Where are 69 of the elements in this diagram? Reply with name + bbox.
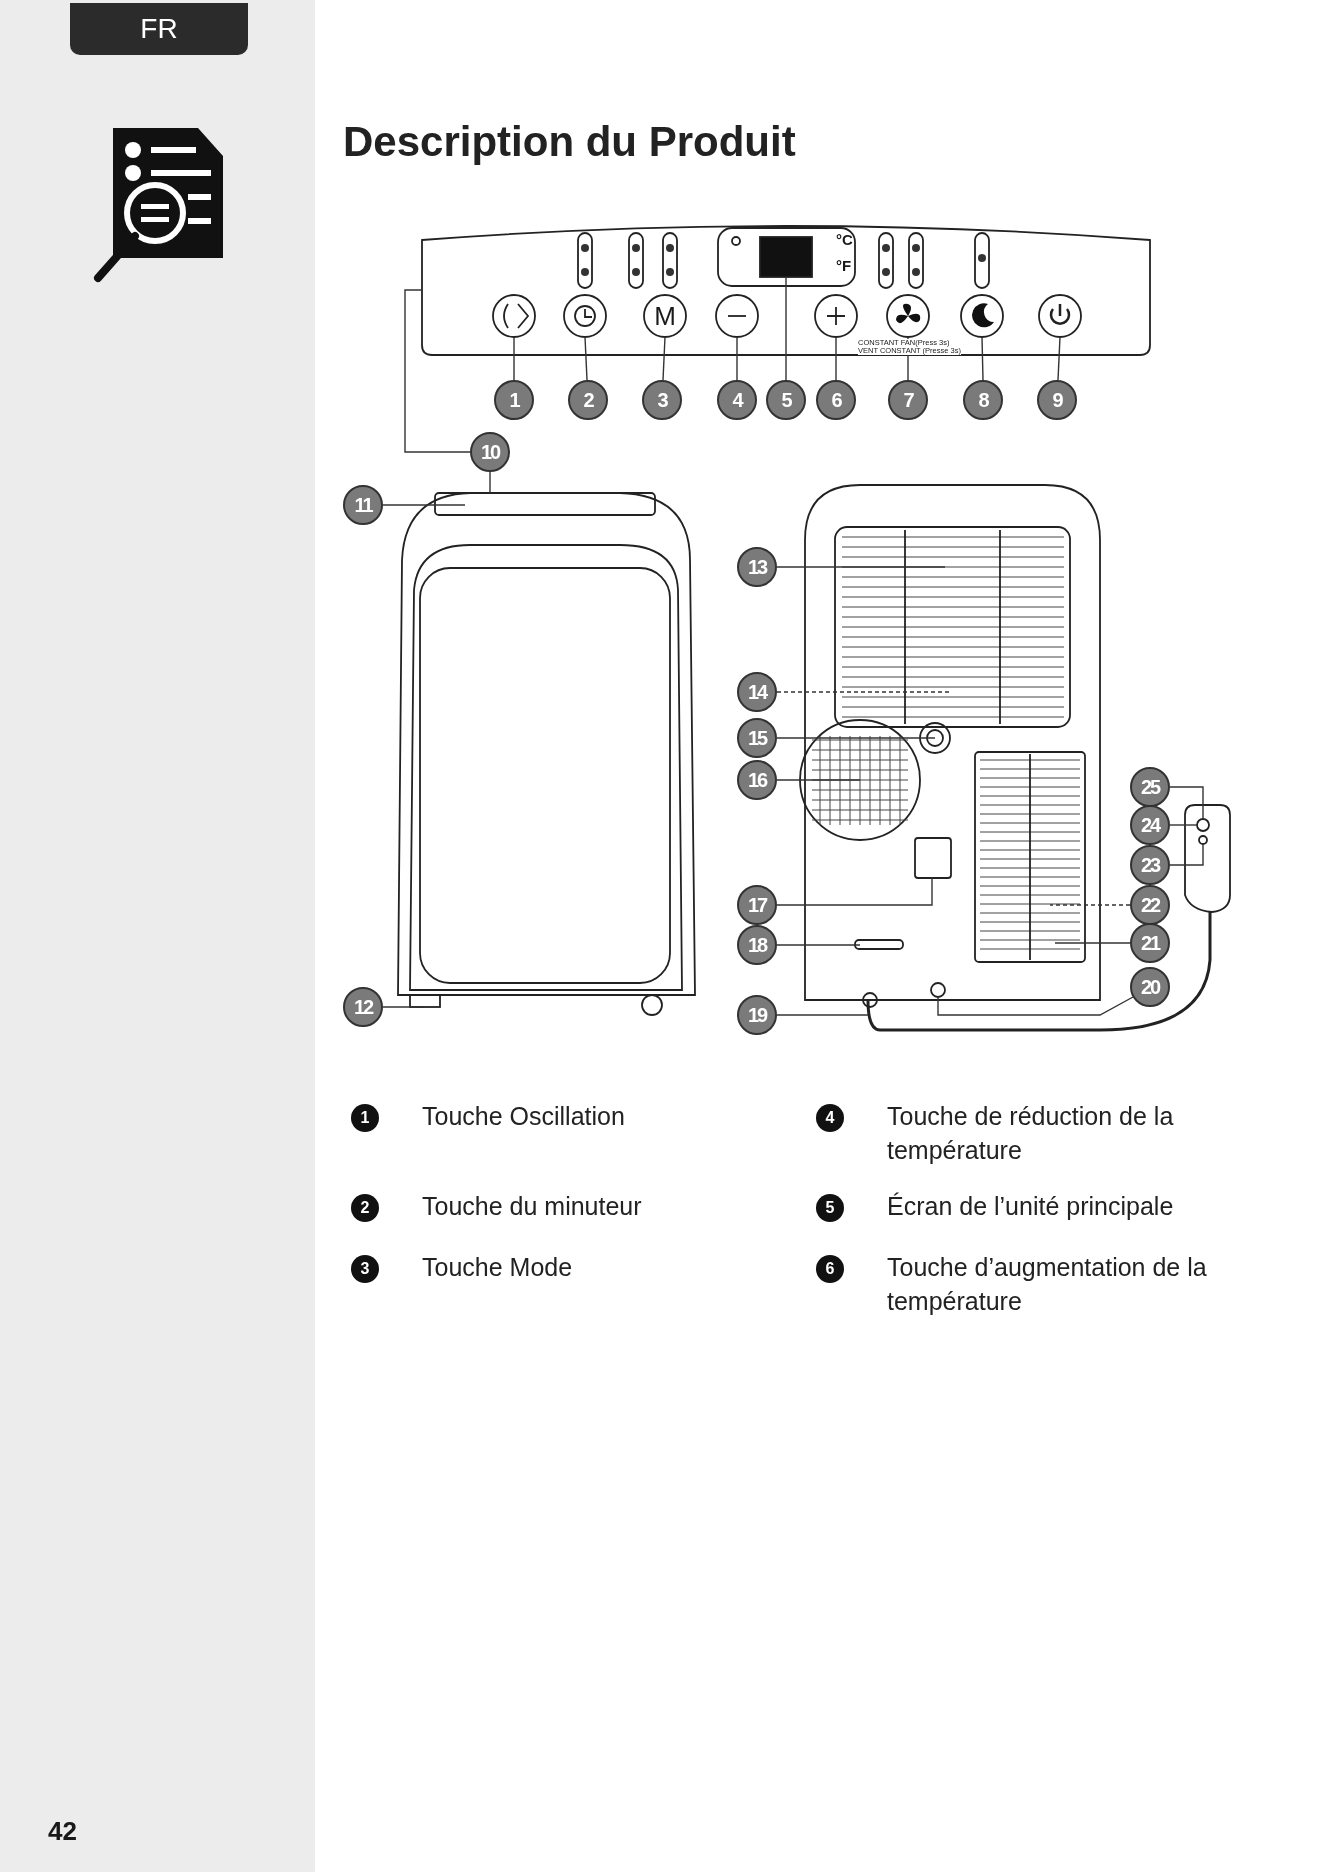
display-screen xyxy=(759,236,813,278)
leader-line xyxy=(736,336,738,381)
leader-line xyxy=(937,996,1134,1016)
callout-number: 15 xyxy=(737,718,777,758)
callout-number: 22 xyxy=(1130,885,1170,925)
leader-line xyxy=(489,471,491,494)
leader-line xyxy=(776,877,933,906)
callout-number: 4 xyxy=(717,380,757,420)
callout-number: 10 xyxy=(470,432,510,472)
leader-line xyxy=(785,276,787,381)
callout-number: 23 xyxy=(1130,845,1170,885)
leader-line xyxy=(382,1006,426,1008)
leader-line xyxy=(835,336,837,381)
leader-line xyxy=(404,289,471,453)
callout-number: 11 xyxy=(343,485,383,525)
leader-line xyxy=(1169,824,1198,826)
callout-number: 21 xyxy=(1130,923,1170,963)
callout-number: 19 xyxy=(737,995,777,1035)
page-number: 42 xyxy=(48,1818,77,1844)
language-tab: FR xyxy=(70,3,248,55)
callout-number: 18 xyxy=(737,925,777,965)
item-description: Touche Oscillation xyxy=(422,1101,626,1132)
leader-line xyxy=(1169,786,1204,820)
leader-line xyxy=(513,336,515,381)
callout-number: 1 xyxy=(494,380,534,420)
callout-number: 6 xyxy=(816,380,856,420)
callout-number: 3 xyxy=(642,380,682,420)
callout-number: 16 xyxy=(737,760,777,800)
leader-line xyxy=(776,1014,869,1016)
callout-number: 8 xyxy=(963,380,1003,420)
callout-number: 20 xyxy=(1130,967,1170,1007)
item-description: Touche d’augmentation de la température xyxy=(887,1252,1208,1317)
callout-number: 13 xyxy=(737,547,777,587)
leader-line xyxy=(1054,942,1131,944)
callout-number: 4 xyxy=(816,1104,844,1132)
callout-number: 9 xyxy=(1037,380,1077,420)
leader-line xyxy=(584,336,588,381)
callout-number: 1 xyxy=(351,1104,379,1132)
callout-number: 17 xyxy=(737,885,777,925)
callout-number: 5 xyxy=(816,1194,844,1222)
callout-number: 14 xyxy=(737,672,777,712)
leader-line xyxy=(776,566,946,568)
leader-line xyxy=(662,336,666,381)
callout-number: 3 xyxy=(351,1255,379,1283)
unit-symbol: °F xyxy=(836,258,852,273)
leader-line xyxy=(1169,843,1204,866)
callout-number: 2 xyxy=(351,1194,379,1222)
callout-number: 25 xyxy=(1130,767,1170,807)
leader-line xyxy=(981,336,984,381)
callout-number: 7 xyxy=(888,380,928,420)
leader-line xyxy=(776,779,861,781)
leader-line xyxy=(776,691,951,693)
leader-line xyxy=(1057,336,1061,381)
callout-number: 2 xyxy=(568,380,608,420)
item-description: Touche du minuteur xyxy=(422,1191,643,1222)
leader-line xyxy=(776,944,861,946)
callout-number: 5 xyxy=(766,380,806,420)
item-description: Touche de réduction de la température xyxy=(887,1101,1175,1166)
unit-symbol: °C xyxy=(836,232,853,247)
leader-line xyxy=(776,737,936,739)
page-title: Description du Produit xyxy=(343,118,796,166)
leader-line xyxy=(382,504,466,506)
callout-number: 12 xyxy=(343,987,383,1027)
callout-number: 24 xyxy=(1130,805,1170,845)
item-description: Écran de l’unité principale xyxy=(887,1191,1175,1222)
button-letter: M xyxy=(653,303,677,329)
callout-number: 6 xyxy=(816,1255,844,1283)
item-description: Touche Mode xyxy=(422,1252,574,1283)
leader-line xyxy=(1049,904,1131,906)
